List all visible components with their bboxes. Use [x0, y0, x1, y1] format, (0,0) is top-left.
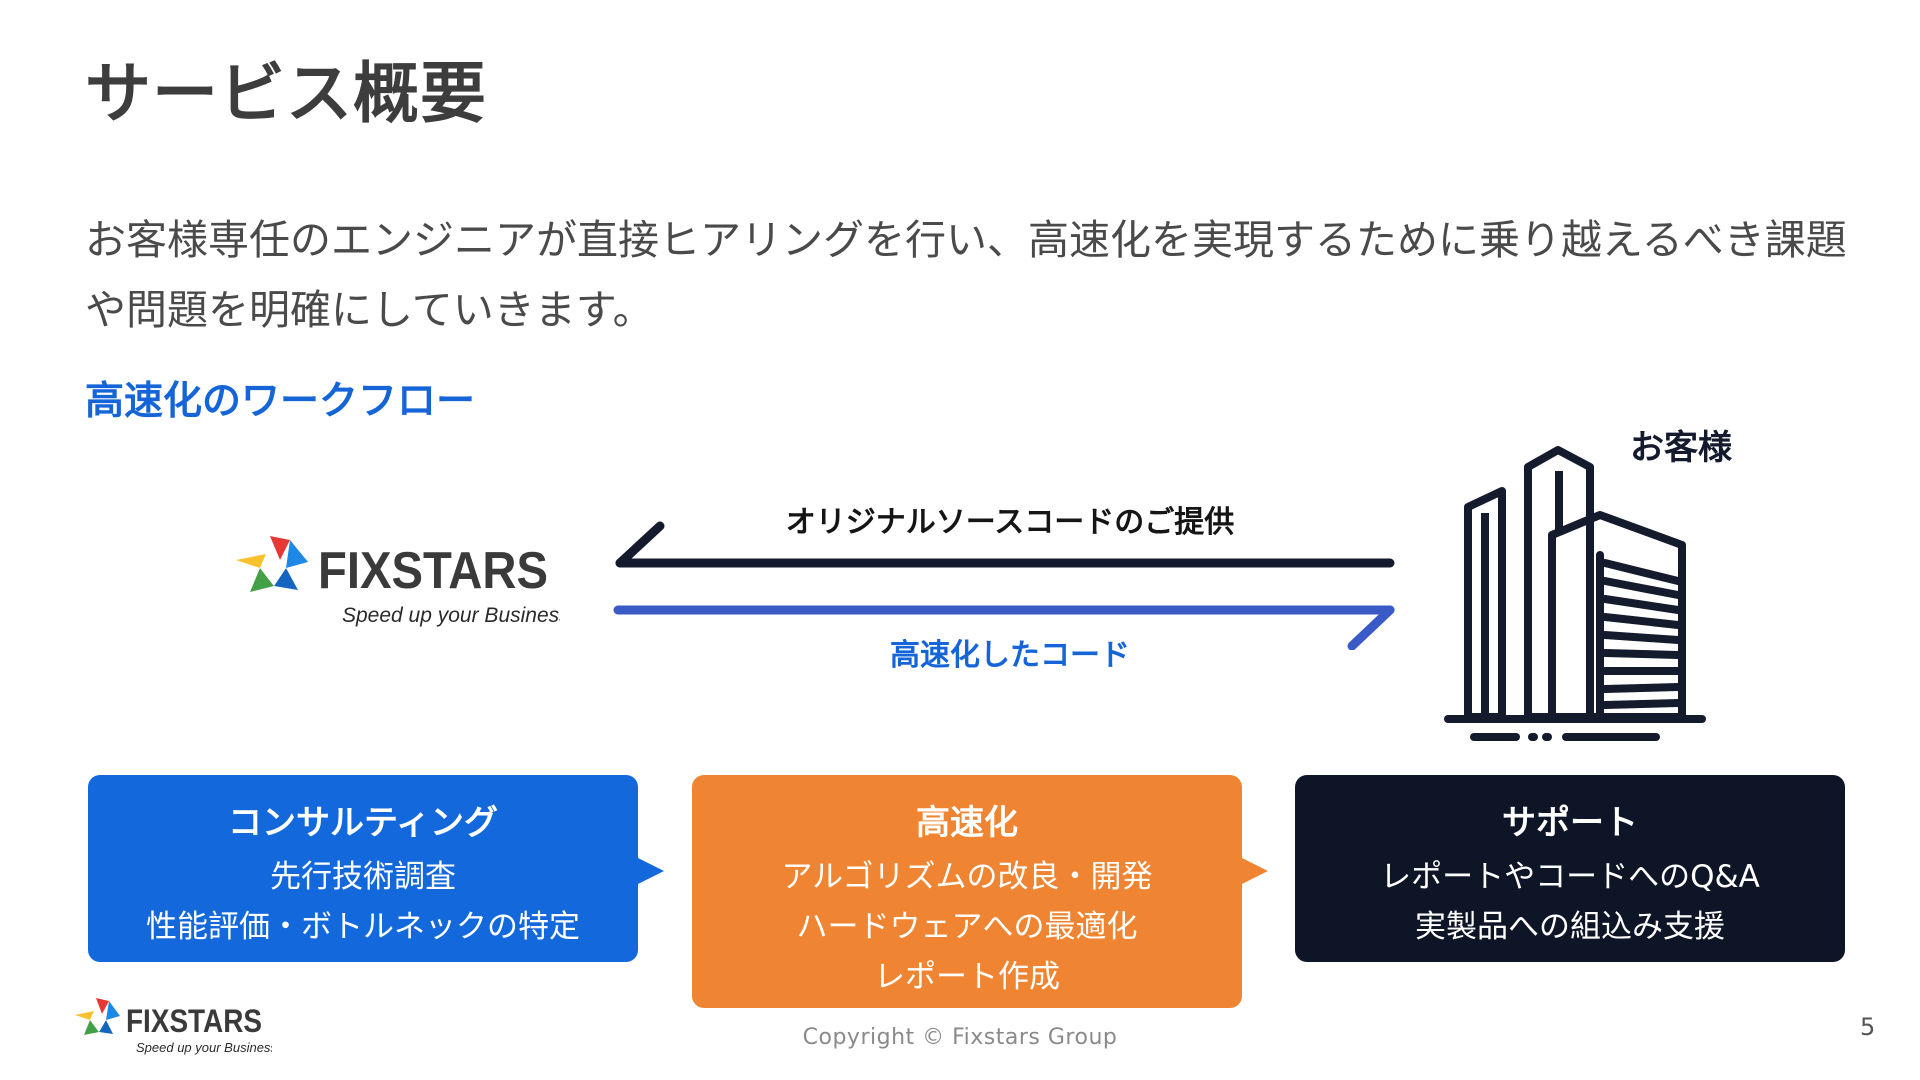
- arrow-left: [615, 521, 1395, 568]
- page-number: 5: [1860, 1013, 1876, 1041]
- card-pointer: [1242, 858, 1268, 884]
- card-line: 実製品への組込み支援: [1415, 909, 1725, 945]
- slide-title: サービス概要: [85, 55, 487, 132]
- arrow-bottom-label: 高速化したコード: [890, 638, 1130, 673]
- arrow-right: [613, 605, 1395, 650]
- card-line: ハードウェアへの最適化: [796, 909, 1138, 945]
- lead-paragraph: お客様専任のエンジニアが直接ヒアリングを行い、高速化を実現するために乗り越えるべ…: [85, 216, 1847, 334]
- card-title: サポート: [1502, 803, 1638, 843]
- card-acceleration: 高速化 アルゴリズムの改良・開発 ハードウェアへの最適化 レポート作成: [692, 775, 1242, 1008]
- card-line: レポートやコードへのQ&A: [1380, 859, 1760, 895]
- footer-logo-wordmark: FIXSTARS: [126, 1003, 262, 1039]
- logo-wordmark: FIXSTARS: [318, 542, 548, 600]
- fixstars-star-icon: [236, 536, 308, 592]
- card-line: 性能評価・ボトルネックの特定: [146, 909, 580, 945]
- card-line: レポート作成: [874, 959, 1060, 995]
- arrow-top-label: オリジナルソースコードのご提供: [785, 505, 1235, 540]
- fixstars-logo: FIXSTARS Speed up your Business: [236, 536, 560, 627]
- card-pointer: [638, 858, 664, 884]
- card-title: コンサルティング: [228, 803, 498, 843]
- footer-logo-tagline: Speed up your Business: [136, 1040, 272, 1055]
- card-title: 高速化: [916, 803, 1018, 843]
- logo-tagline: Speed up your Business: [342, 604, 560, 627]
- workflow-arrows: [613, 521, 1395, 650]
- card-line: 先行技術調査: [270, 859, 456, 895]
- section-heading: 高速化のワークフロー: [85, 379, 476, 424]
- fixstars-footer-logo: FIXSTARS Speed up your Business: [75, 998, 272, 1055]
- card-support: サポート レポートやコードへのQ&A 実製品への組込み支援: [1295, 775, 1845, 962]
- building-icon: [1444, 446, 1706, 741]
- card-consulting: コンサルティング 先行技術調査 性能評価・ボトルネックの特定: [88, 775, 638, 962]
- fixstars-star-icon: [75, 998, 120, 1035]
- card-line: アルゴリズムの改良・開発: [781, 859, 1153, 895]
- copyright-text: Copyright © Fixstars Group: [802, 1025, 1118, 1050]
- customer-label: お客様: [1630, 428, 1732, 468]
